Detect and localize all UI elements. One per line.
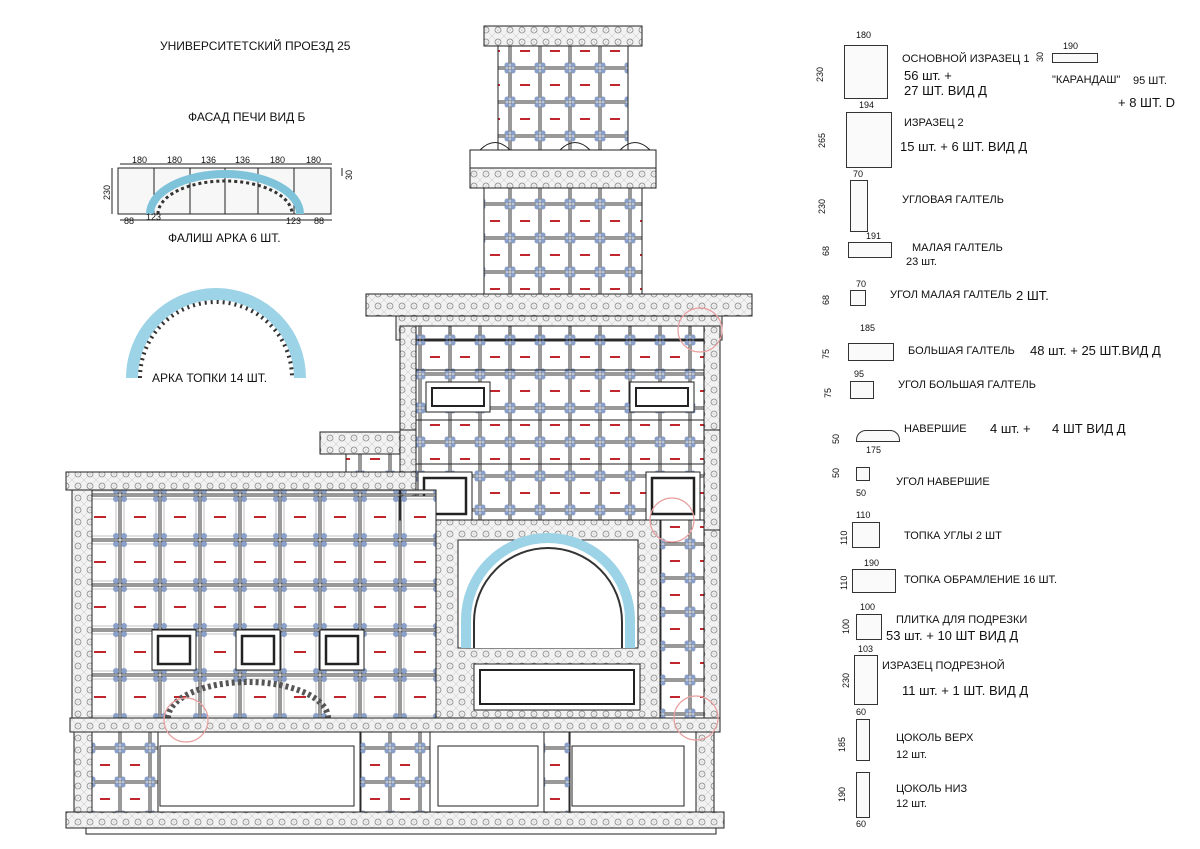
big-galtel-qty: 48 шт. + 25 ШТ.ВИД Д bbox=[1030, 343, 1161, 358]
plinth-top-swatch bbox=[856, 719, 870, 761]
falish-bottom-dim-4: 88 bbox=[314, 216, 325, 226]
falish-dim-4: 136 bbox=[235, 155, 251, 165]
falish-dim-5: 180 bbox=[270, 155, 286, 165]
big-galtel-corner-name: УГОЛ БОЛЬШАЯ ГАЛТЕЛЬ bbox=[898, 379, 1036, 391]
big-galtel-width-dim: 185 bbox=[860, 323, 876, 333]
pencil-name: "КАРАНДАШ" bbox=[1052, 74, 1121, 86]
crown-corner-width-dim: 50 bbox=[856, 488, 867, 498]
pencil-height-dim: 30 bbox=[1035, 51, 1045, 62]
tile-2-qty1: 15 шт. + 6 ШТ. ВИД Д bbox=[900, 139, 1028, 154]
cut-tile-width-dim: 103 bbox=[858, 644, 874, 654]
falish-bottom-dim-1: 88 bbox=[124, 216, 135, 226]
falish-height-dim: 230 bbox=[102, 184, 112, 200]
cut-plate-name: ПЛИТКА ДЛЯ ПОДРЕЗКИ bbox=[896, 614, 1028, 626]
cut-plate-width-dim: 100 bbox=[860, 602, 876, 612]
corner-galtel-name: УГЛОВАЯ ГАЛТЕЛЬ bbox=[902, 194, 1004, 206]
main-tile-qty1: 56 шт. + bbox=[904, 68, 952, 83]
tile-2-name: ИЗРАЗЕЦ 2 bbox=[904, 117, 964, 129]
crown-corner-name: УГОЛ НАВЕРШИЕ bbox=[896, 476, 990, 488]
small-galtel-swatch bbox=[848, 242, 892, 258]
small-galtel-corner-width-dim: 70 bbox=[856, 279, 867, 289]
big-galtel-corner-width-dim: 95 bbox=[854, 369, 865, 379]
corner-galtel-height-dim: 230 bbox=[817, 198, 827, 214]
small-galtel-corner-name: УГОЛ МАЛАЯ ГАЛТЕЛЬ bbox=[890, 289, 1012, 301]
pencil-qty1: 95 ШТ. bbox=[1133, 75, 1167, 87]
small-galtel-name: МАЛАЯ ГАЛТЕЛЬ bbox=[912, 242, 1003, 254]
corner-galtel-width-dim: 70 bbox=[853, 169, 864, 179]
plinth-top-qty: 12 шт. bbox=[896, 749, 927, 761]
cut-tile-name: ИЗРАЗЕЦ ПОДРЕЗНОЙ bbox=[882, 660, 1005, 672]
cut-plate-height-dim: 100 bbox=[841, 618, 851, 634]
plinth-top-height-dim: 185 bbox=[837, 736, 847, 752]
main-tile-qty2: 27 ШТ. ВИД Д bbox=[904, 83, 987, 98]
firebox-frame-swatch bbox=[852, 569, 896, 593]
plinth-bottom-qty: 12 шт. bbox=[896, 798, 927, 810]
falish-dim-1: 180 bbox=[132, 155, 148, 165]
facade-title: ФАСАД ПЕЧИ ВИД Б bbox=[188, 110, 306, 124]
plinth-top-width-dim: 60 bbox=[856, 707, 867, 717]
main-tile-height-dim: 230 bbox=[815, 66, 825, 82]
pencil-qty2: + 8 ШТ. D bbox=[1118, 95, 1176, 110]
tile-2-height-dim: 265 bbox=[817, 132, 827, 148]
crown-width-dim: 175 bbox=[866, 445, 882, 455]
falish-dim-3: 136 bbox=[201, 155, 217, 165]
crown-swatch bbox=[856, 430, 900, 442]
crown-qty1: 4 шт. + bbox=[990, 421, 1031, 436]
big-galtel-swatch bbox=[848, 343, 894, 361]
small-galtel-height-dim: 68 bbox=[821, 245, 831, 256]
plinth-bottom-swatch bbox=[856, 772, 870, 818]
cut-plate-qty: 53 шт. + 10 ШТ ВИД Д bbox=[886, 628, 1019, 643]
small-galtel-corner-qty: 2 ШТ. bbox=[1016, 288, 1049, 303]
main-tile-swatch bbox=[844, 45, 888, 99]
firebox-frame-name: ТОПКА ОБРАМЛЕНИЕ 16 ШТ. bbox=[904, 574, 1058, 586]
small-galtel-qty: 23 шт. bbox=[906, 256, 937, 268]
falish-dim-2: 180 bbox=[167, 155, 183, 165]
firebox-arch-label: АРКА ТОПКИ 14 ШТ. bbox=[152, 371, 268, 385]
falish-dim-6: 180 bbox=[306, 155, 322, 165]
firebox-frame-width-dim: 190 bbox=[864, 558, 880, 568]
cut-plate-swatch bbox=[856, 614, 882, 640]
plinth-top-name: ЦОКОЛЬ ВЕРХ bbox=[896, 732, 974, 744]
crown-corner-swatch bbox=[856, 467, 870, 481]
crown-corner-height-dim: 50 bbox=[831, 467, 841, 478]
big-galtel-name: БОЛЬШАЯ ГАЛТЕЛЬ bbox=[908, 345, 1015, 357]
main-tile-name: ОСНОВНОЙ ИЗРАЗЕЦ 1 bbox=[902, 53, 1030, 65]
plinth-bottom-name: ЦОКОЛЬ НИЗ bbox=[896, 783, 968, 795]
firebox-corners-width-dim: 110 bbox=[856, 510, 871, 520]
small-galtel-corner-swatch bbox=[850, 290, 866, 306]
plinth-bottom-height-dim: 190 bbox=[837, 786, 847, 802]
cut-tile-height-dim: 230 bbox=[841, 672, 851, 688]
cut-tile-qty: 11 шт. + 1 ШТ. ВИД Д bbox=[902, 683, 1029, 698]
falish-bottom-dim-2: 123 bbox=[146, 212, 162, 222]
address-title: УНИВЕРСИТЕТСКИЙ ПРОЕЗД 25 bbox=[160, 39, 351, 53]
firebox-frame-height-dim: 110 bbox=[839, 575, 849, 590]
crown-qty2: 4 ШТ ВИД Д bbox=[1052, 421, 1126, 436]
plinth-bottom-width-dim: 60 bbox=[856, 819, 867, 829]
falish-label: ФАЛИШ АРКА 6 ШТ. bbox=[168, 231, 281, 245]
crown-height-dim: 50 bbox=[831, 433, 841, 444]
tile-2-width-dim: 194 bbox=[859, 100, 875, 110]
small-galtel-width-dim: 191 bbox=[866, 231, 882, 241]
firebox-corners-name: ТОПКА УГЛЫ 2 ШТ bbox=[904, 530, 1002, 542]
falish-side-dim: 30 bbox=[344, 169, 354, 180]
crown-name: НАВЕРШИЕ bbox=[904, 423, 967, 435]
firebox-corners-height-dim: 110 bbox=[839, 530, 849, 545]
small-galtel-corner-height-dim: 68 bbox=[821, 294, 831, 305]
corner-galtel-swatch bbox=[850, 180, 868, 232]
cut-tile-swatch bbox=[854, 655, 878, 705]
main-tile-width-dim: 180 bbox=[856, 30, 872, 40]
big-galtel-height-dim: 75 bbox=[821, 348, 831, 359]
big-galtel-corner-swatch bbox=[850, 381, 874, 399]
firebox-corners-swatch bbox=[852, 522, 880, 548]
falish-bottom-dim-3: 123 bbox=[286, 216, 302, 226]
tile-2-swatch bbox=[846, 112, 892, 168]
pencil-length-dim: 190 bbox=[1063, 41, 1079, 51]
pencil-swatch bbox=[1052, 53, 1098, 63]
big-galtel-corner-height-dim: 75 bbox=[823, 387, 833, 398]
